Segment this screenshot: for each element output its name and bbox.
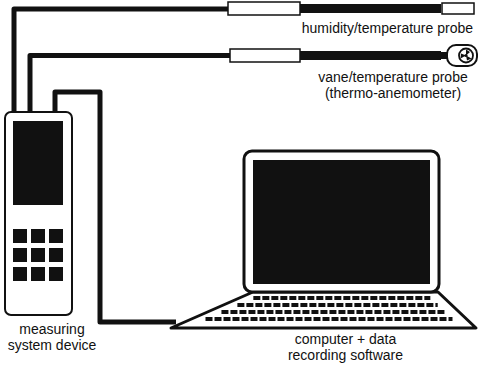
key-row — [253, 296, 430, 300]
node-label: humidity/temperature probe — [302, 20, 473, 36]
device-node: measuring system device — [5, 112, 72, 315]
node-label: measuring system device — [2, 321, 102, 353]
cable — [55, 92, 176, 322]
node-label: computer + data recording software — [278, 331, 413, 363]
key-row — [206, 317, 453, 321]
node-label: vane/temperature probe (thermo-anemomete… — [308, 69, 478, 101]
key — [49, 267, 63, 281]
keyboard — [206, 298, 453, 319]
key — [13, 248, 27, 262]
humidity-probe — [228, 2, 474, 15]
cable — [30, 56, 230, 113]
probe-node: humidity/temperature probe — [228, 2, 476, 16]
computer-node: computer + data recording software — [168, 150, 479, 328]
key — [31, 229, 45, 243]
cable — [14, 9, 228, 112]
key — [49, 248, 63, 262]
laptop — [171, 151, 476, 328]
key — [49, 229, 63, 243]
measuring-device — [5, 112, 72, 315]
keypad — [13, 229, 63, 281]
key — [31, 267, 45, 281]
key-row — [237, 303, 437, 307]
key — [31, 248, 45, 262]
vane-probe — [230, 45, 477, 66]
key-row — [221, 310, 445, 314]
probe-node: vane/temperature probe (thermo-anemomete… — [230, 45, 478, 66]
key — [13, 229, 27, 243]
key — [13, 267, 27, 281]
